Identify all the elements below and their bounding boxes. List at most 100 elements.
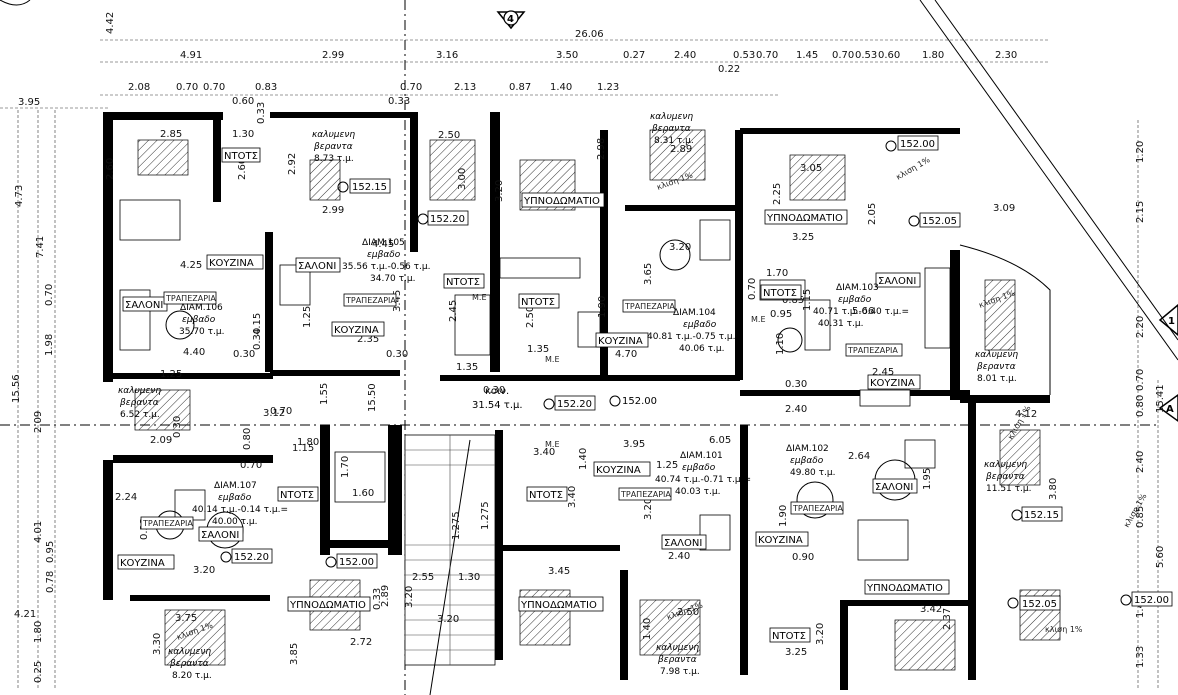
svg-text:βεραντα: βεραντα [651,124,691,134]
svg-text:40.71 τ.μ.-0.40 τ.μ.=: 40.71 τ.μ.-0.40 τ.μ.= [813,307,909,317]
inner-dimension-label: 3.25 [792,232,814,243]
apartment-101: ΔΙΑΜ.101 εμβαδο 40.74 τ.μ.-0.71 τ.μ.= 40… [655,451,751,497]
svg-text:εμβαδο: εμβαδο [838,295,872,305]
svg-text:6.52 τ.μ.: 6.52 τ.μ. [120,410,160,420]
inner-dimension-label: 1.10 [775,333,786,355]
inner-dimension-label: 3.85 [289,643,300,665]
room-ypnodomatio: ΥΠΝΟΔΩΜΑΤΙΟ [520,600,597,611]
dim-right: 15.41 [1155,384,1166,413]
room-saloni: ΣΑΛΟΝΙ [298,261,336,272]
inner-dimension-label: 3.05 [800,163,822,174]
room-me: Μ.Ε [545,355,560,364]
dim-extra: 0.33 [256,102,267,124]
dim-r2: 0.83 [255,82,277,93]
dim-r1: 3.50 [556,50,578,61]
dim-r1: 4.91 [180,50,202,61]
room-ypnodomatio: ΥΠΝΟΔΩΜΑΤΙΟ [866,583,943,594]
dim-r1: 0.70 [756,50,778,61]
room-trapezaria: ΤΡΑΠΕΖΑΡΙΑ [142,519,193,528]
dim-right: 1.40 [1135,596,1146,618]
svg-text:152.15: 152.15 [1024,510,1059,521]
inner-dimension-label: 2.60 [237,158,248,180]
room-me: Μ.Ε [472,293,487,302]
veranda-7: καλυμενη βεραντα 8.20 τ.μ. [168,647,212,681]
inner-dimension-label: 3.75 [175,613,197,624]
svg-text:8.31 τ.μ.: 8.31 τ.μ. [654,136,694,146]
svg-text:152.00: 152.00 [622,396,657,407]
inner-dimension-label: 0.95 [770,309,792,320]
inner-dimension-label: 1.25 [160,369,182,380]
svg-text:εμβαδο: εμβαδο [367,250,401,260]
elevation-marker: 152.05 [1007,595,1061,611]
svg-text:152.00: 152.00 [339,557,374,568]
svg-text:ΔΙΑΜ.106: ΔΙΑΜ.106 [180,303,223,313]
inner-dimension-label: 0.30 [386,349,408,360]
room-kouzina: ΚΟΥΖΙΝΑ [596,465,641,476]
inner-dimension-label: 4.45 [372,239,394,250]
elevation-marker: 152.15 [337,178,391,194]
room-trapezaria: ΤΡΑΠΕΖΑΡΙΑ [620,490,671,499]
room-trapezaria: ΤΡΑΠΕΖΑΡΙΑ [345,296,396,305]
svg-text:40.31 τ.μ.: 40.31 τ.μ. [818,319,864,329]
veranda-3: καλυμενη βεραντα 6.52 τ.μ. [118,386,161,420]
inner-dimension-label: 2.09 [150,435,172,446]
dim-left: 7.41 [35,236,46,258]
svg-text:152.20: 152.20 [430,214,465,225]
dim-left: 0.70 [44,284,55,306]
inner-dimension-label: 2.60 [105,158,116,180]
dim-extra: 0.60 [232,96,254,107]
dim-right: 1.20 [1135,141,1146,163]
elevation-marker: 152.00 [885,135,939,152]
inner-dimension-label: 1.60 [352,488,374,499]
inner-dimension-label: 4.70 [615,349,637,360]
inner-dimension-label: 2.72 [350,637,372,648]
veranda-6: καλυμενη βεραντα 7.98 τ.μ. [656,643,700,677]
svg-text:152.00: 152.00 [1134,595,1169,606]
inner-dimension-label: 15.50 [367,383,378,412]
svg-text:καλυμενη: καλυμενη [984,460,1027,470]
inner-dimension-label: 2.24 [115,492,137,503]
inner-dimension-label: 1.40 [578,448,589,470]
inner-dimension-label: 2.05 [867,203,878,225]
svg-text:βεραντα: βεραντα [985,472,1025,482]
common-area-title: κοιν. [485,386,509,397]
inner-dimension-label: 2.89 [380,585,391,607]
elevation-marker: 152.20 [220,548,273,564]
inner-dimension-label: 3.20 [193,565,215,576]
room-ntots: ΝΤΟΤΣ [772,631,806,642]
slope-label: κλιση 1% [1045,625,1083,634]
inner-dimension-label: 2.45 [448,300,459,322]
svg-text:40.14 τ.μ.-0.14 τ.μ.=: 40.14 τ.μ.-0.14 τ.μ.= [192,505,288,515]
dim-right: 2.40 [1135,451,1146,473]
inner-dimension-label: 0.90 [792,552,814,563]
dim-r2: 1.40 [550,82,572,93]
svg-text:152.05: 152.05 [1022,599,1057,610]
inner-dimension-label: 3.45 [392,290,403,312]
room-kouzina: ΚΟΥΖΙΝΑ [598,336,643,347]
inner-dimension-label: 2.45 [872,367,894,378]
apartment-labels: ΔΙΑΜ.105 εμβαδο 35.56 τ.μ.-0.56 τ.μ. 34.… [179,238,909,527]
inner-dimension-label: 0.30 [252,328,263,350]
dim-right: 5.60 [1155,546,1166,568]
dim-overall-top: 26.06 [575,29,604,40]
inner-dimension-label: 2.40 [668,551,690,562]
svg-text:152.15: 152.15 [352,182,387,193]
room-kouzina: ΚΟΥΖΙΝΑ [209,258,254,269]
inner-dimension-label: 1.30 [458,572,480,583]
svg-text:152.20: 152.20 [557,399,592,410]
svg-text:βεραντα: βεραντα [313,142,353,152]
dim-extra: 0.22 [718,64,740,75]
inner-dimension-label: 3.30 [152,633,163,655]
dim-right: 2.15 [1135,201,1146,223]
dim-right: 0.80 [1135,395,1146,417]
inner-dimension-label: 1.25 [656,460,678,471]
dim-right: 0.70 [1135,369,1146,391]
room-kouzina: ΚΟΥΖΙΝΑ [758,535,803,546]
dim-r1: 2.30 [995,50,1017,61]
dim-left: 1.80 [33,621,44,643]
inner-dimension-label: 1.90 [778,505,789,527]
svg-text:40.00 τ.μ.: 40.00 τ.μ. [212,517,258,527]
room-trapezaria: ΤΡΑΠΕΖΑΡΙΑ [792,504,843,513]
